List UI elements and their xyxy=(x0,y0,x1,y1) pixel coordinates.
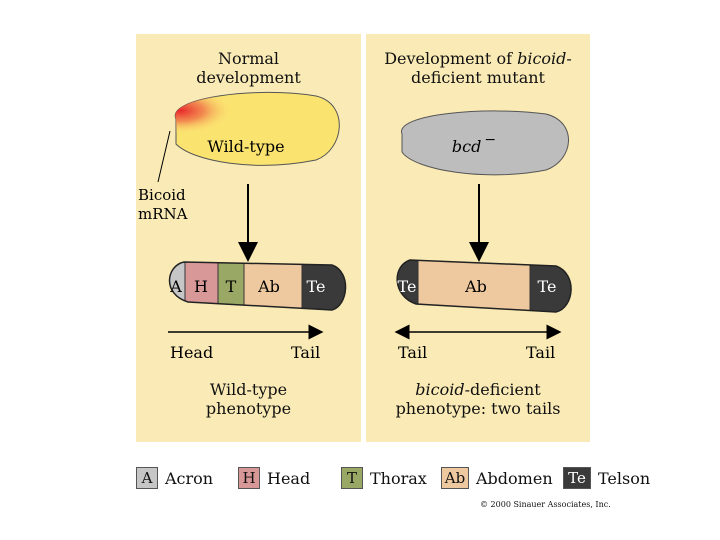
segment-label-te: Te xyxy=(307,277,326,296)
legend-label-thorax: Thorax xyxy=(370,468,427,488)
wild-type-egg-label: Wild-type xyxy=(207,137,284,156)
embryo-outline-left xyxy=(168,261,347,311)
wild-type-diagram: Wild-type Bicoid mRNA A H T Ab Te Head T… xyxy=(138,91,347,362)
legend-swatch-abdomen: Ab xyxy=(441,467,469,489)
title-line-2: deficient mutant xyxy=(411,68,545,87)
caption-line-2: phenotype xyxy=(205,399,292,418)
abdomen-segment xyxy=(243,262,303,310)
bicoid-deficient-panel: Development of bicoid- deficient mutant … xyxy=(366,34,590,442)
caption-italic-bicoid: bicoid xyxy=(415,380,465,399)
legend-swatch-head: H xyxy=(238,467,260,489)
bicoid-mrna-label-line1: Bicoid xyxy=(138,186,186,204)
title-line-2: development xyxy=(196,68,301,87)
legend-item-acron: A Acron xyxy=(136,464,213,492)
axis-tail-label: Tail xyxy=(291,343,320,362)
embryo-outline-right xyxy=(396,259,572,313)
legend-swatch-thorax: T xyxy=(341,467,363,489)
legend-swatch-telson: Te xyxy=(563,467,591,489)
legend-label-telson: Telson xyxy=(598,468,651,488)
axis-tail-right-label: Tail xyxy=(526,343,555,362)
legend-label-acron: Acron xyxy=(165,468,214,488)
legend-label-abdomen: Abdomen xyxy=(476,468,553,488)
caption-line-1: Wild-type xyxy=(209,380,288,399)
posterior-telson-segment xyxy=(529,260,572,312)
segment-label-te-right: Te xyxy=(538,277,557,296)
mrna-pointer-line xyxy=(157,130,171,183)
caption-line-2: phenotype: two tails xyxy=(395,399,561,418)
abdomen-segment xyxy=(417,260,531,312)
bicoid-mrna-patch xyxy=(175,92,340,166)
legend-label-head: Head xyxy=(267,468,311,488)
copyright-notice: © 2000 Sinauer Associates, Inc. xyxy=(480,500,611,509)
axis-head-label: Head xyxy=(170,343,213,362)
title-italic-bicoid: bicoid xyxy=(517,49,567,68)
title-hyphen: - xyxy=(566,49,572,68)
mutant-egg-label: bcd− xyxy=(452,132,496,156)
legend-item-abdomen: Ab Abdomen xyxy=(441,464,553,492)
legend-item-telson: Te Telson xyxy=(563,464,650,492)
bicoid-deficient-phenotype-caption: bicoid-deficient phenotype: two tails xyxy=(366,380,590,418)
segment-label-t: T xyxy=(226,277,237,296)
bicoid-mrna-label-line2: mRNA xyxy=(138,205,188,223)
caption-line-1: bicoid-deficient xyxy=(366,380,590,399)
bcd-text: bcd xyxy=(452,137,481,156)
title-text: Development of xyxy=(384,49,518,68)
legend-item-thorax: T Thorax xyxy=(341,464,427,492)
telson-segment xyxy=(301,262,346,310)
mutant-embryo xyxy=(397,260,572,312)
bicoid-deficient-title: Development of bicoid- deficient mutant xyxy=(366,49,590,87)
title-line-1: Normal xyxy=(217,49,280,68)
segment-label-ab: Ab xyxy=(464,277,487,296)
bcd-superscript: − xyxy=(484,132,496,148)
segment-label-ab: Ab xyxy=(257,277,280,296)
segment-label-h: H xyxy=(194,277,208,296)
legend-swatch-acron: A xyxy=(136,467,158,489)
segment-label-a: A xyxy=(169,277,182,296)
normal-development-title: Normal development xyxy=(136,49,361,87)
title-line-1: Development of bicoid- xyxy=(366,49,590,68)
wild-type-phenotype-caption: Wild-type phenotype xyxy=(136,380,361,418)
segment-label-te-left: Te xyxy=(398,277,417,296)
legend-item-head: H Head xyxy=(238,464,310,492)
caption-deficient: -deficient xyxy=(464,380,541,399)
normal-development-panel: Normal development Wild-type Bicoid mRNA xyxy=(136,34,361,442)
axis-tail-left-label: Tail xyxy=(398,343,427,362)
mutant-egg xyxy=(401,110,569,176)
mutant-diagram: bcd− Te Ab Te Tail Tail xyxy=(394,110,572,362)
